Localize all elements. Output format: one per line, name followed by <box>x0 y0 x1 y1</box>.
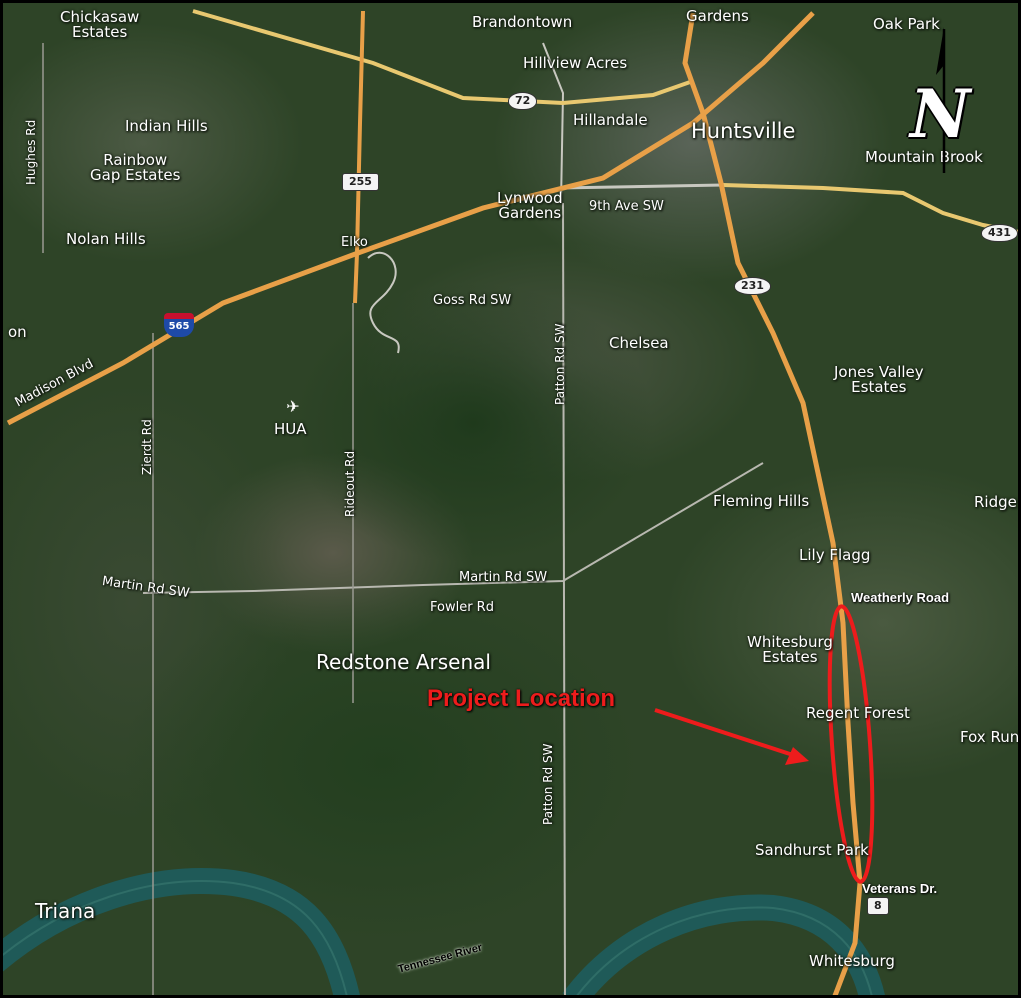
label-ridge: Ridge <box>974 493 1017 511</box>
label-fox-run: Fox Run <box>960 728 1020 746</box>
project-arrow-head <box>785 747 809 765</box>
label-hughes-rd: Hughes Rd <box>24 119 38 185</box>
label-oak-park: Oak Park <box>873 15 940 33</box>
label-lily-flagg: Lily Flagg <box>799 546 871 564</box>
label-whitesburg: Whitesburg <box>809 952 895 970</box>
shield-us-431: 431 <box>981 224 1018 242</box>
north-letter: N <box>910 75 971 153</box>
shield-us-231: 231 <box>734 277 771 295</box>
label-regent-forest: Regent Forest <box>806 704 910 722</box>
label-brandontown: Brandontown <box>472 13 573 31</box>
label-mountain-brook: Mountain Brook <box>865 148 983 166</box>
label-9th-ave-sw: 9th Ave SW <box>589 199 664 214</box>
label-chelsea: Chelsea <box>609 334 669 352</box>
north-arrow-icon: N <box>908 25 998 175</box>
label-nolan-hills: Nolan Hills <box>66 230 146 248</box>
label-on: on <box>8 323 27 341</box>
label-chickasaw-estates: Chickasaw Estates <box>60 8 140 41</box>
project-arrow-line <box>654 708 794 757</box>
label-indian-hills: Indian Hills <box>125 117 208 135</box>
label-rideout-rd: Rideout Rd <box>343 450 357 517</box>
annotation-weatherly-road: Weatherly Road <box>851 590 950 605</box>
annotation-project-location: Project Location <box>427 685 616 712</box>
shield-255: 255 <box>342 173 379 191</box>
highway-i565 <box>6 11 815 426</box>
annotation-veterans-dr: Veterans Dr. <box>862 881 938 896</box>
label-redstone-arsenal: Redstone Arsenal <box>316 650 491 674</box>
label-martin-rd-sw-east: Martin Rd SW <box>459 570 548 585</box>
highway-us431 <box>722 183 1018 234</box>
label-sandhurst-park: Sandhurst Park <box>755 841 869 859</box>
label-huntsville: Huntsville <box>691 119 796 143</box>
shield-us-72: 72 <box>508 92 538 110</box>
road-segment <box>542 42 565 204</box>
label-zierdt-rd: Zierdt Rd <box>140 419 154 475</box>
road-9th-ave <box>558 183 724 190</box>
road-patton-rd <box>562 202 566 995</box>
label-patton-rd-sw-south: Patton Rd SW <box>541 743 555 825</box>
label-goss-rd-sw: Goss Rd SW <box>433 293 512 308</box>
shield-sr-8: 8 <box>867 897 889 915</box>
highway-us231 <box>682 12 863 995</box>
label-hua: HUA <box>274 420 307 438</box>
label-patton-rd-sw-north: Patton Rd SW <box>553 323 567 405</box>
label-fowler-rd: Fowler Rd <box>430 600 494 615</box>
road-martin-rd <box>142 462 764 594</box>
label-whitesburg-estates: Whitesburg Estates <box>747 633 833 666</box>
label-hillandale: Hillandale <box>573 111 648 129</box>
label-fleming-hills: Fleming Hills <box>713 492 810 510</box>
label-rainbow-gap-estates: Rainbow Gap Estates <box>90 151 181 184</box>
label-jones-valley-estates: Jones Valley Estates <box>834 363 924 396</box>
label-gardens: Gardens <box>686 7 749 25</box>
airport-icon: ✈ <box>286 397 300 416</box>
project-corridor-ellipse <box>827 604 875 884</box>
label-triana: Triana <box>35 899 96 923</box>
label-lynwood-gardens: Lynwood Gardens <box>497 189 563 222</box>
highway-i255 <box>353 10 365 304</box>
road-winding <box>367 251 400 354</box>
label-elko: Elko <box>341 235 368 250</box>
shield-interstate-565: 565 <box>164 313 194 339</box>
label-hillview-acres: Hillview Acres <box>523 54 628 72</box>
